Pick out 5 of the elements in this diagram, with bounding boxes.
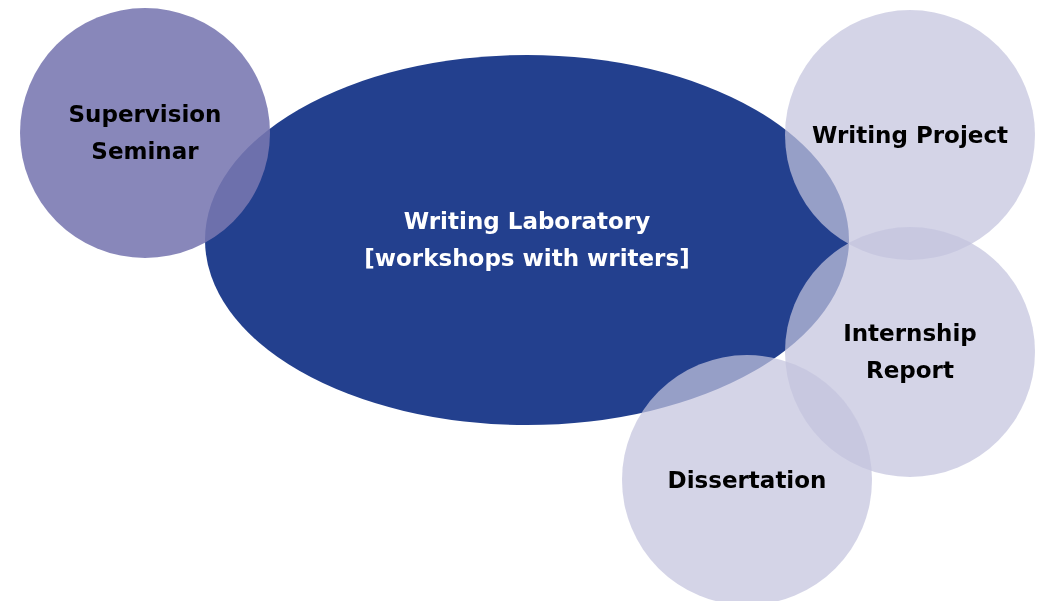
node-label: Dissertation [667, 465, 827, 495]
node-label: Supervision Seminar [67, 100, 223, 166]
node-label: Internship Report [842, 319, 978, 385]
node-label: Writing Project [812, 120, 1008, 150]
node-label: Writing Laboratory [workshops with writers] [363, 207, 691, 273]
